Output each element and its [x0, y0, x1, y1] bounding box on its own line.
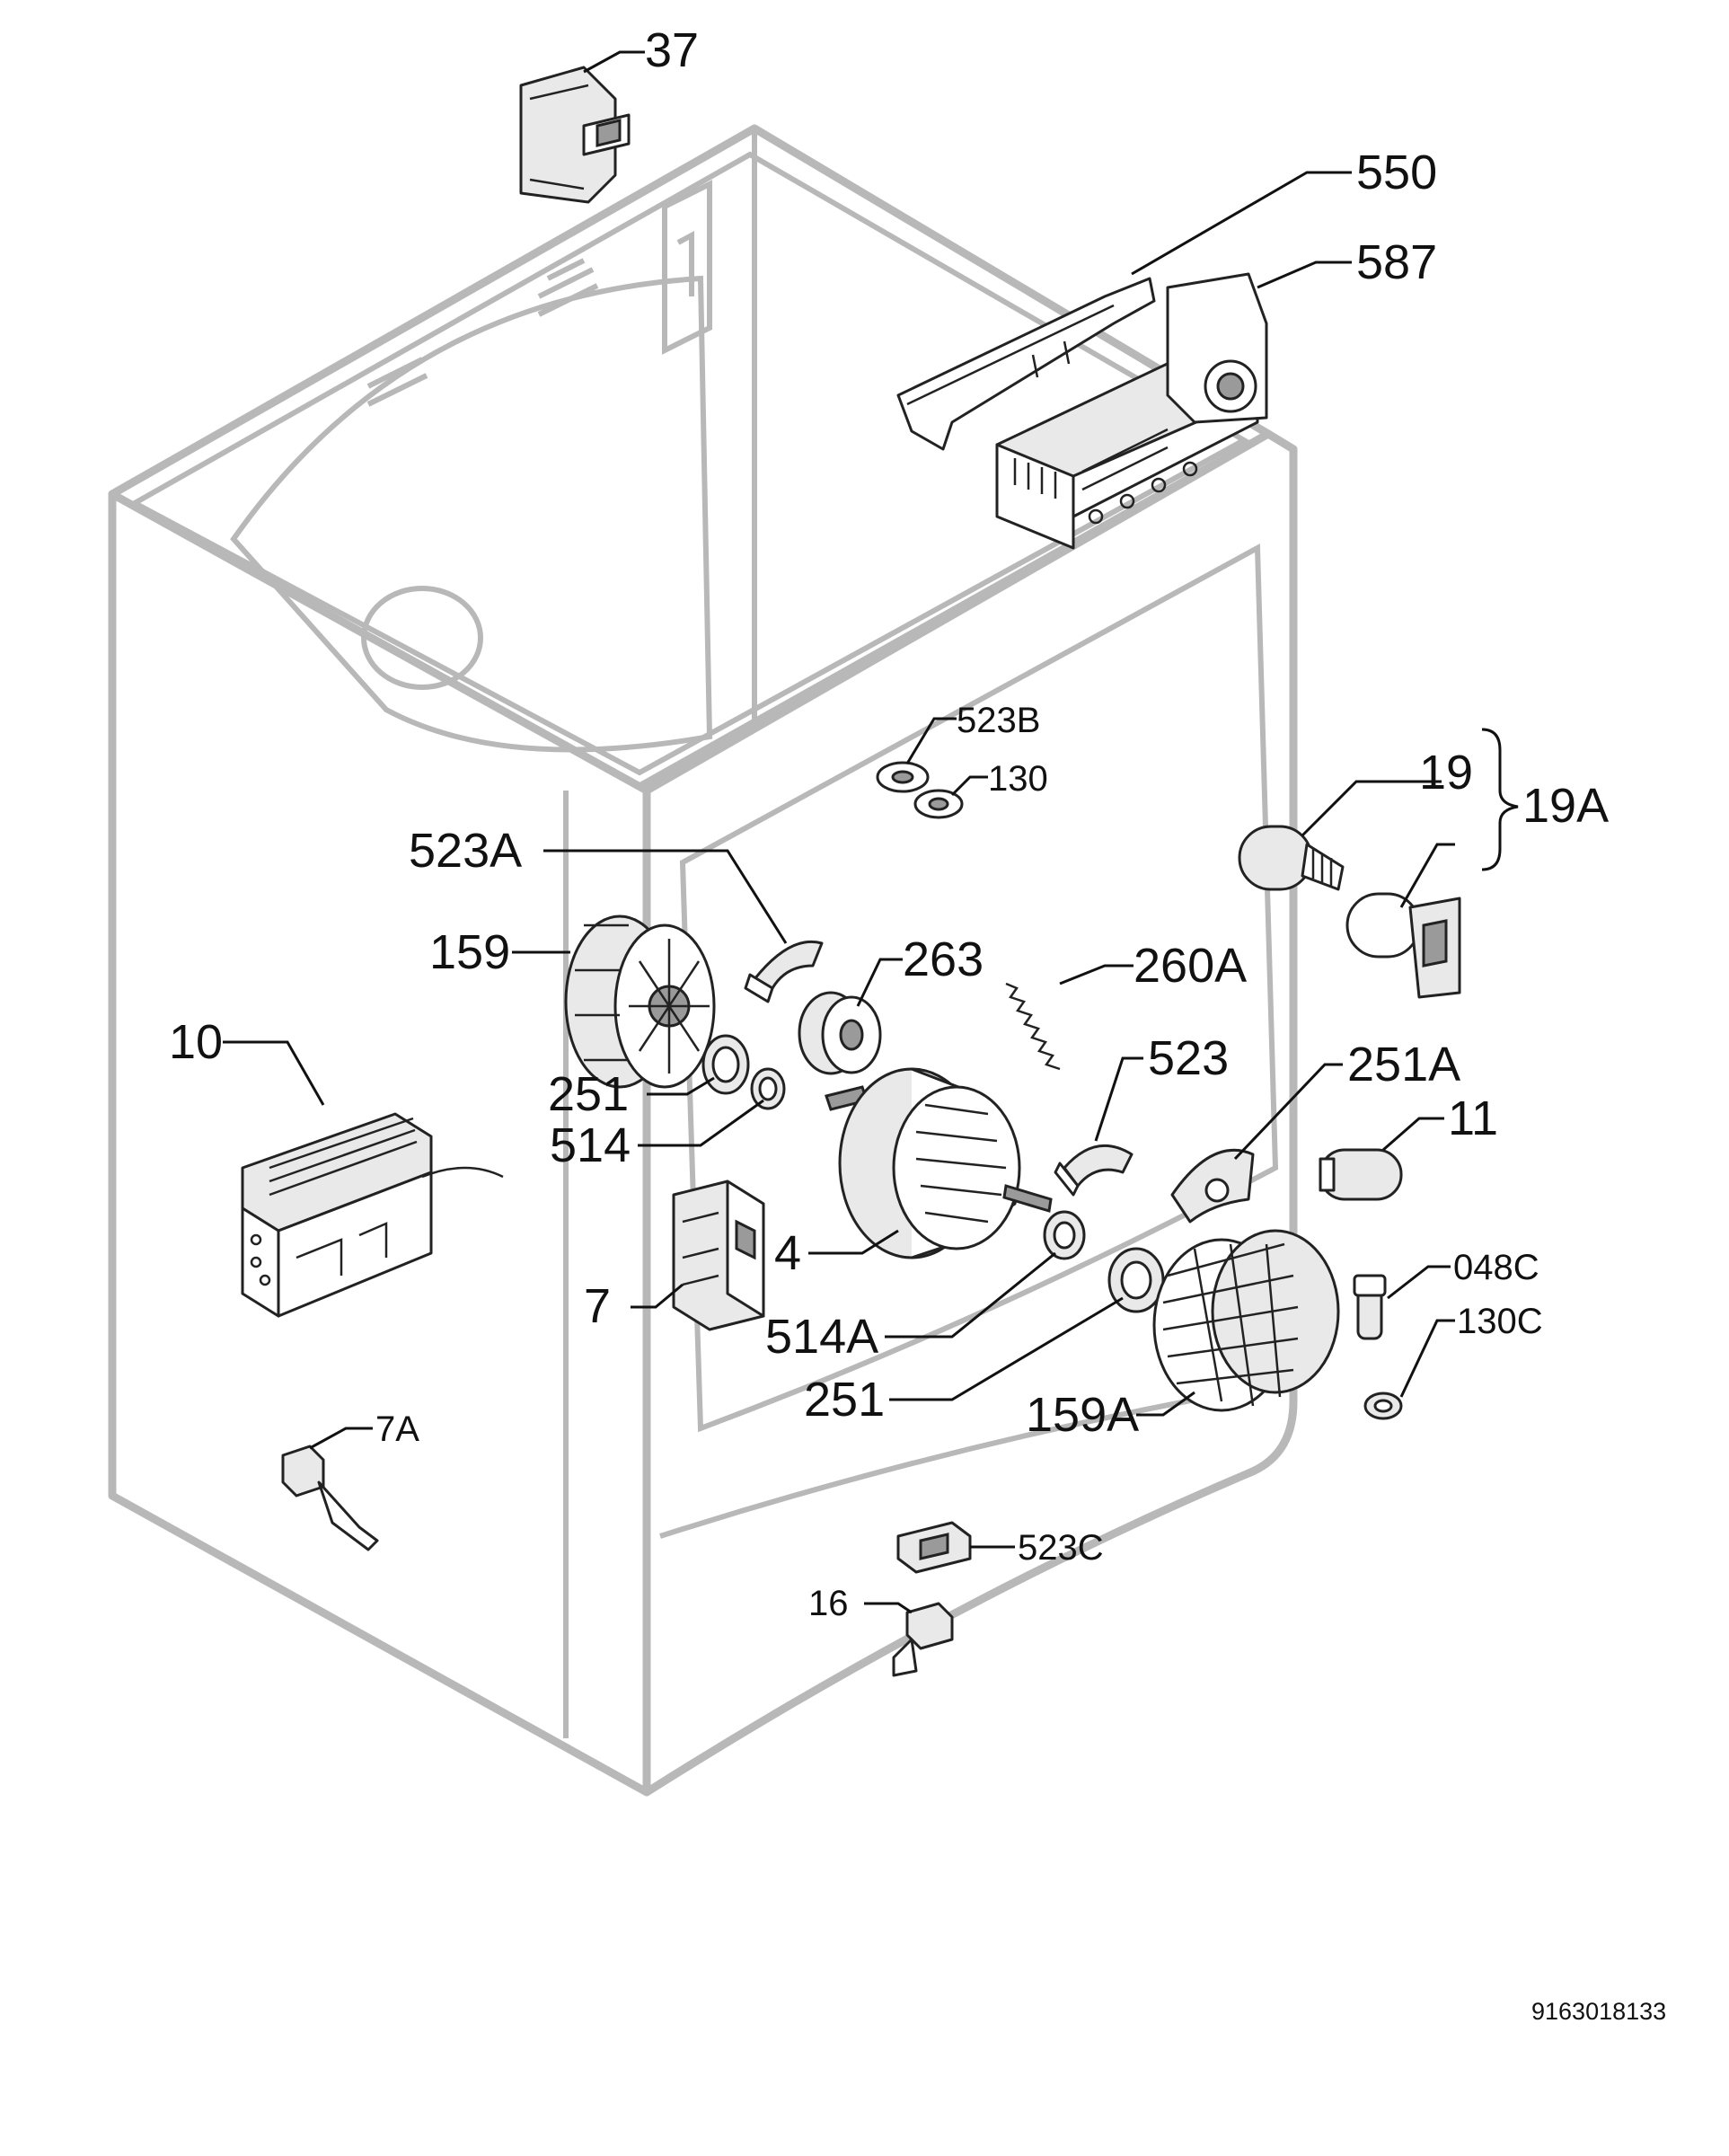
part-523A-bearing-holder — [744, 940, 824, 1003]
leader-lines — [223, 50, 1519, 1614]
part-11-capacitor — [1319, 1148, 1403, 1201]
part-251-bearing-lower — [1107, 1247, 1165, 1313]
part-10-heater — [241, 1112, 504, 1318]
callout-labels: 37 550 587 523B 130 19 19A 523A 159 263 … — [169, 23, 1609, 1623]
part-514A-ring — [1043, 1210, 1086, 1260]
part-523-bearing-holder — [1054, 1144, 1134, 1197]
part-37-door-switch — [519, 66, 631, 204]
callout-11: 11 — [1448, 1091, 1498, 1145]
part-4-motor — [825, 1067, 1053, 1259]
part-263-pulley — [798, 991, 882, 1075]
callout-159: 159 — [429, 925, 510, 979]
part-251A-motor-cover — [1170, 1148, 1255, 1224]
part-19A-thermostat-holder — [1345, 892, 1461, 999]
callout-16: 16 — [808, 1584, 849, 1623]
callout-251-lower: 251 — [804, 1373, 885, 1427]
callout-523A: 523A — [409, 824, 522, 878]
callout-19A: 19A — [1522, 779, 1609, 833]
document-id: 9163018133 — [1531, 1998, 1666, 2025]
callout-7A: 7A — [375, 1409, 419, 1449]
part-130C-grommet — [1363, 1392, 1403, 1420]
callout-4: 4 — [774, 1226, 801, 1280]
callout-048C: 048C — [1453, 1248, 1539, 1287]
callout-587: 587 — [1356, 235, 1437, 289]
callout-523C: 523C — [1018, 1528, 1104, 1568]
part-7A-microswitch — [281, 1445, 379, 1551]
part-251-bearing-upper — [701, 1034, 750, 1095]
callout-523: 523 — [1148, 1031, 1229, 1085]
callout-10: 10 — [169, 1015, 223, 1069]
callout-159A: 159A — [1026, 1388, 1139, 1442]
part-587-control-module — [995, 272, 1268, 550]
part-7-switch-block — [672, 1180, 765, 1331]
callout-523B: 523B — [957, 701, 1040, 740]
callout-19: 19 — [1419, 746, 1473, 800]
part-550-cover-strip — [896, 277, 1156, 451]
part-159A-blower-wheel — [1152, 1229, 1340, 1412]
part-514-ring — [750, 1067, 786, 1110]
callout-37: 37 — [645, 23, 699, 77]
callout-251-upper: 251 — [548, 1067, 629, 1121]
callout-263: 263 — [903, 932, 984, 986]
callout-514A: 514A — [765, 1310, 878, 1364]
part-130-washer — [913, 789, 964, 819]
part-048C-sensor — [1353, 1274, 1387, 1340]
callout-130C: 130C — [1457, 1302, 1543, 1341]
part-16-microswitch — [892, 1602, 954, 1677]
callout-7: 7 — [584, 1279, 611, 1333]
part-523B-clip — [876, 761, 930, 793]
callout-514: 514 — [550, 1118, 631, 1172]
part-260A-spring — [1005, 982, 1061, 1071]
part-159-fan-wheel — [564, 915, 716, 1089]
callout-260A: 260A — [1134, 939, 1247, 993]
part-19-thermostat — [1238, 825, 1345, 891]
callout-251A: 251A — [1347, 1038, 1460, 1091]
part-523C-bracket — [896, 1521, 972, 1574]
callout-130: 130 — [988, 759, 1048, 799]
callout-550: 550 — [1356, 146, 1437, 199]
